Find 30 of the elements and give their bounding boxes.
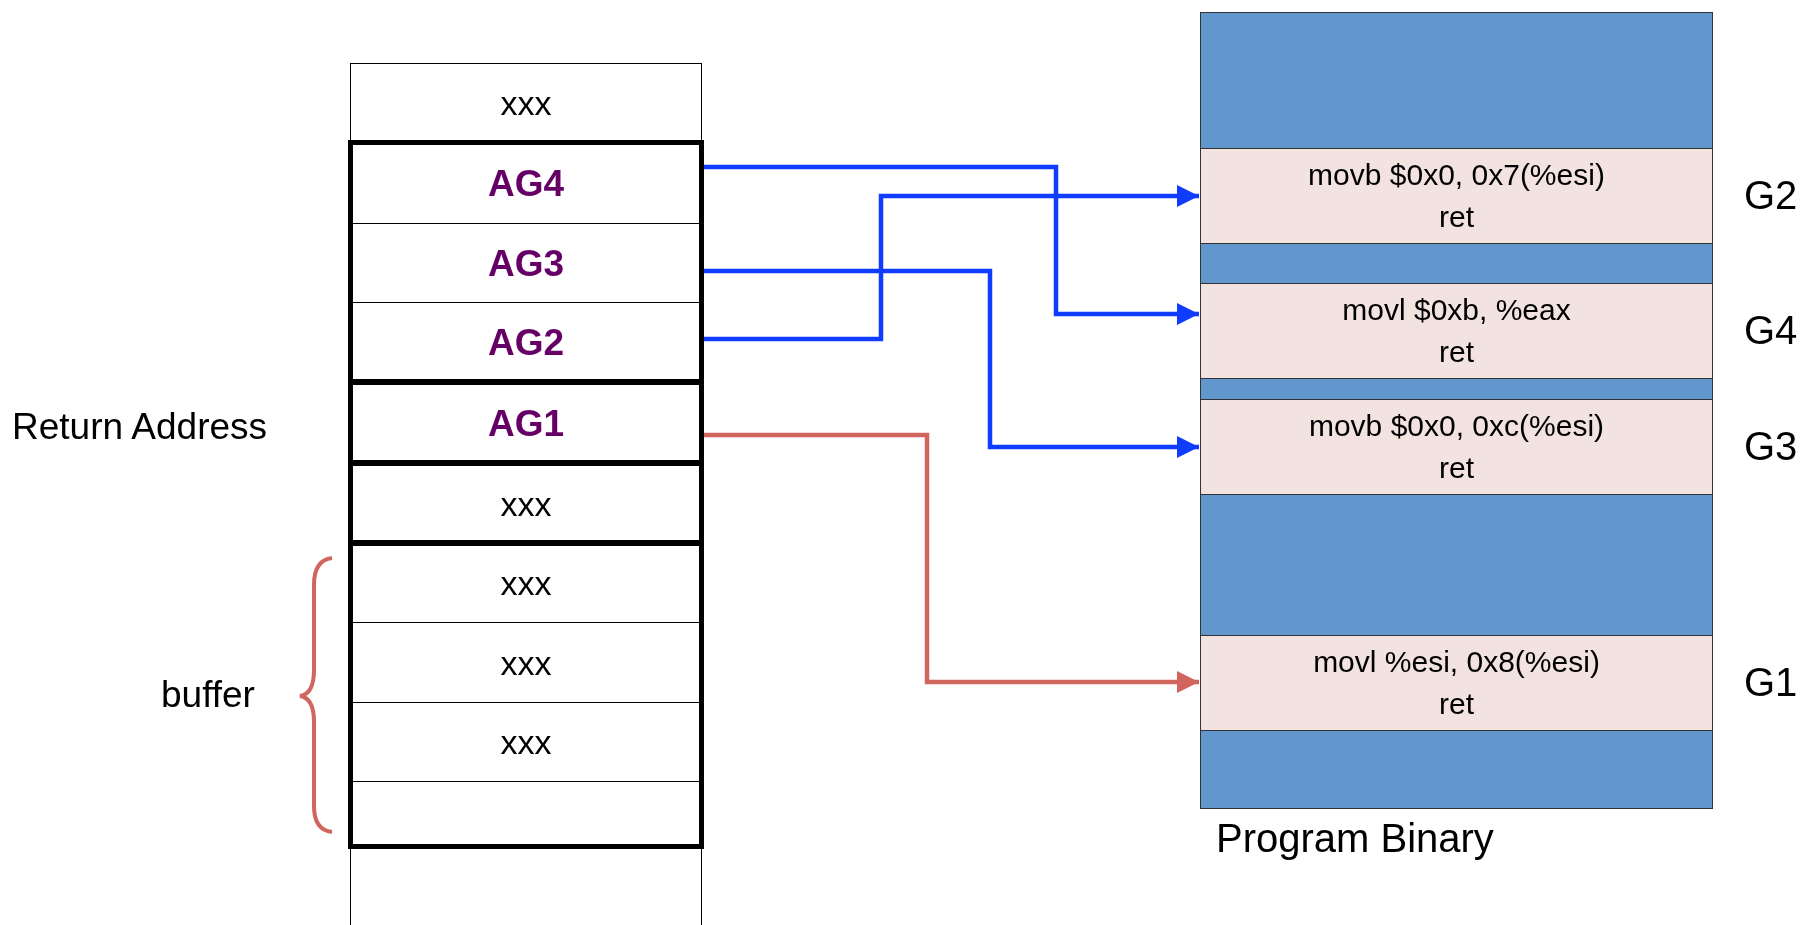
stack-value: xxx	[500, 566, 552, 600]
gadget-address: AG2	[487, 324, 565, 361]
gadget-label: G3	[1744, 426, 1798, 466]
gadget-address: AG4	[487, 164, 565, 202]
instruction-text: movl %esi, 0x8(%esi)	[1313, 644, 1600, 680]
stack-value: xxx	[500, 725, 552, 759]
return-address-label: Return Address	[12, 408, 268, 445]
instruction-text: movl $0xb, %eax	[1342, 292, 1571, 328]
stack-value: xxx	[500, 486, 552, 521]
buffer-label: buffer	[161, 676, 255, 713]
gadget-label: G1	[1744, 662, 1798, 702]
gadget-label: G2	[1744, 175, 1798, 215]
stack-value: xxx	[500, 86, 552, 120]
empty-stack-slot	[350, 847, 702, 925]
gadget-label: G4	[1744, 310, 1798, 350]
stack-slot	[350, 63, 702, 142]
arrow	[704, 184, 1199, 342]
instruction-text: movb $0x0, 0x7(%esi)	[1308, 157, 1605, 193]
instruction-text: ret	[1439, 686, 1474, 722]
instruction-text: movb $0x0, 0xc(%esi)	[1308, 408, 1605, 444]
instruction-text: ret	[1439, 450, 1474, 486]
arrow	[704, 432, 1199, 694]
gadget-address: AG1	[487, 404, 565, 442]
block-caption: Program Binary	[1216, 818, 1494, 858]
arrow	[704, 268, 1199, 459]
arrow	[704, 164, 1199, 326]
instruction-text: ret	[1439, 334, 1474, 370]
instruction-text: ret	[1439, 199, 1474, 235]
stack-value: xxx	[500, 645, 552, 680]
gadget-address: AG3	[487, 244, 565, 282]
